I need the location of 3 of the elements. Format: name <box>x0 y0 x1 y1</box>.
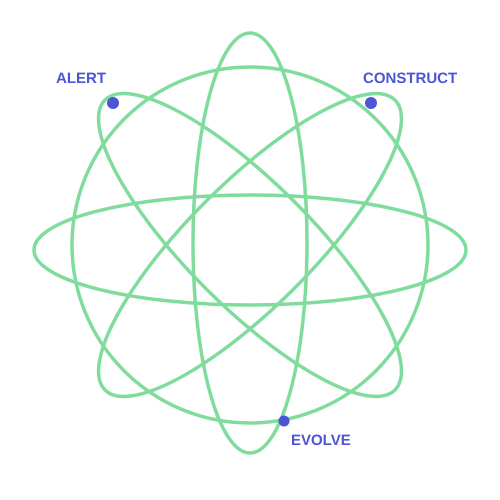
point-label: CONSTRUCT <box>363 70 458 87</box>
point-label: ALERT <box>56 70 106 87</box>
point-label: EVOLVE <box>291 432 351 449</box>
